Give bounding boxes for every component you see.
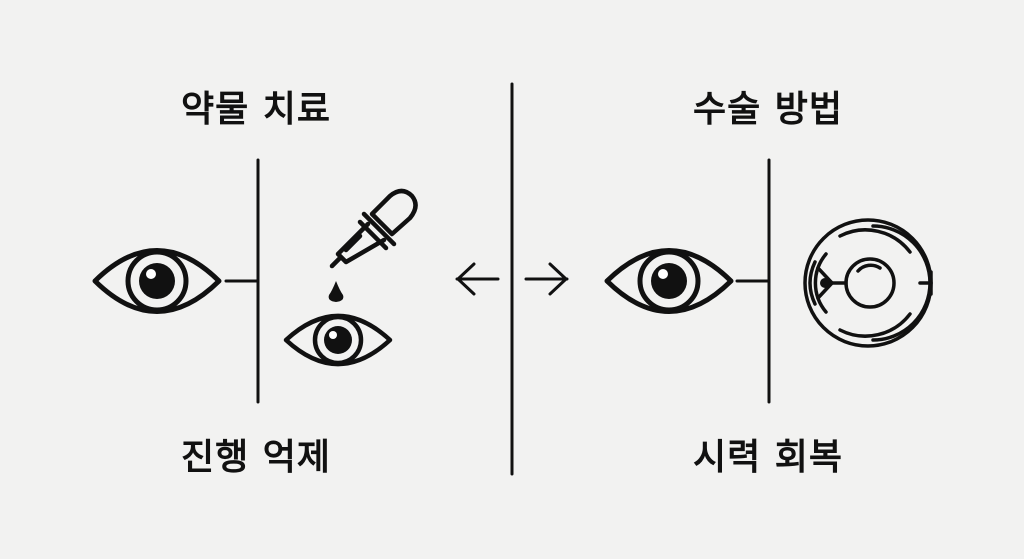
- drop-icon: [328, 281, 344, 302]
- arrow-left-icon: [455, 262, 500, 296]
- left-result: 진행 억제: [180, 437, 332, 478]
- right-heading: 수술 방법: [692, 89, 844, 130]
- eye-icon: [92, 248, 222, 314]
- left-heading: 약물 치료: [180, 89, 332, 130]
- eyeball-cross-section-icon: [803, 218, 933, 348]
- eye-dropper-icon: [329, 188, 418, 269]
- arrow-right-icon: [524, 262, 569, 296]
- right-result: 시력 회복: [692, 437, 844, 478]
- eye-icon: [283, 313, 393, 367]
- eye-icon: [604, 248, 734, 314]
